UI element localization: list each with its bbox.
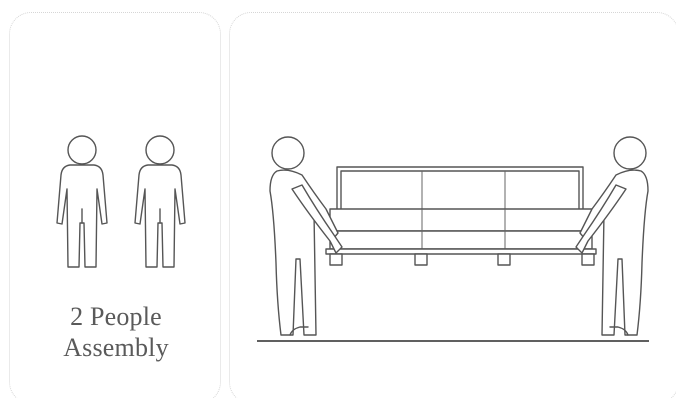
person-carrier-right [576, 137, 648, 335]
person-icon [135, 136, 185, 267]
carrying-illustration-card [229, 12, 676, 398]
two-people-carrying-sofa-illustration [230, 13, 676, 398]
caption-line-1: 2 People [10, 301, 222, 332]
sofa-illustration [326, 167, 596, 265]
person-icon [57, 136, 107, 267]
two-people-icon [10, 13, 222, 303]
caption-line-2: Assembly [10, 332, 222, 363]
assembly-info-card: 2 People Assembly [9, 12, 221, 398]
person-carrier-left [270, 137, 342, 335]
assembly-caption: 2 People Assembly [10, 301, 222, 363]
